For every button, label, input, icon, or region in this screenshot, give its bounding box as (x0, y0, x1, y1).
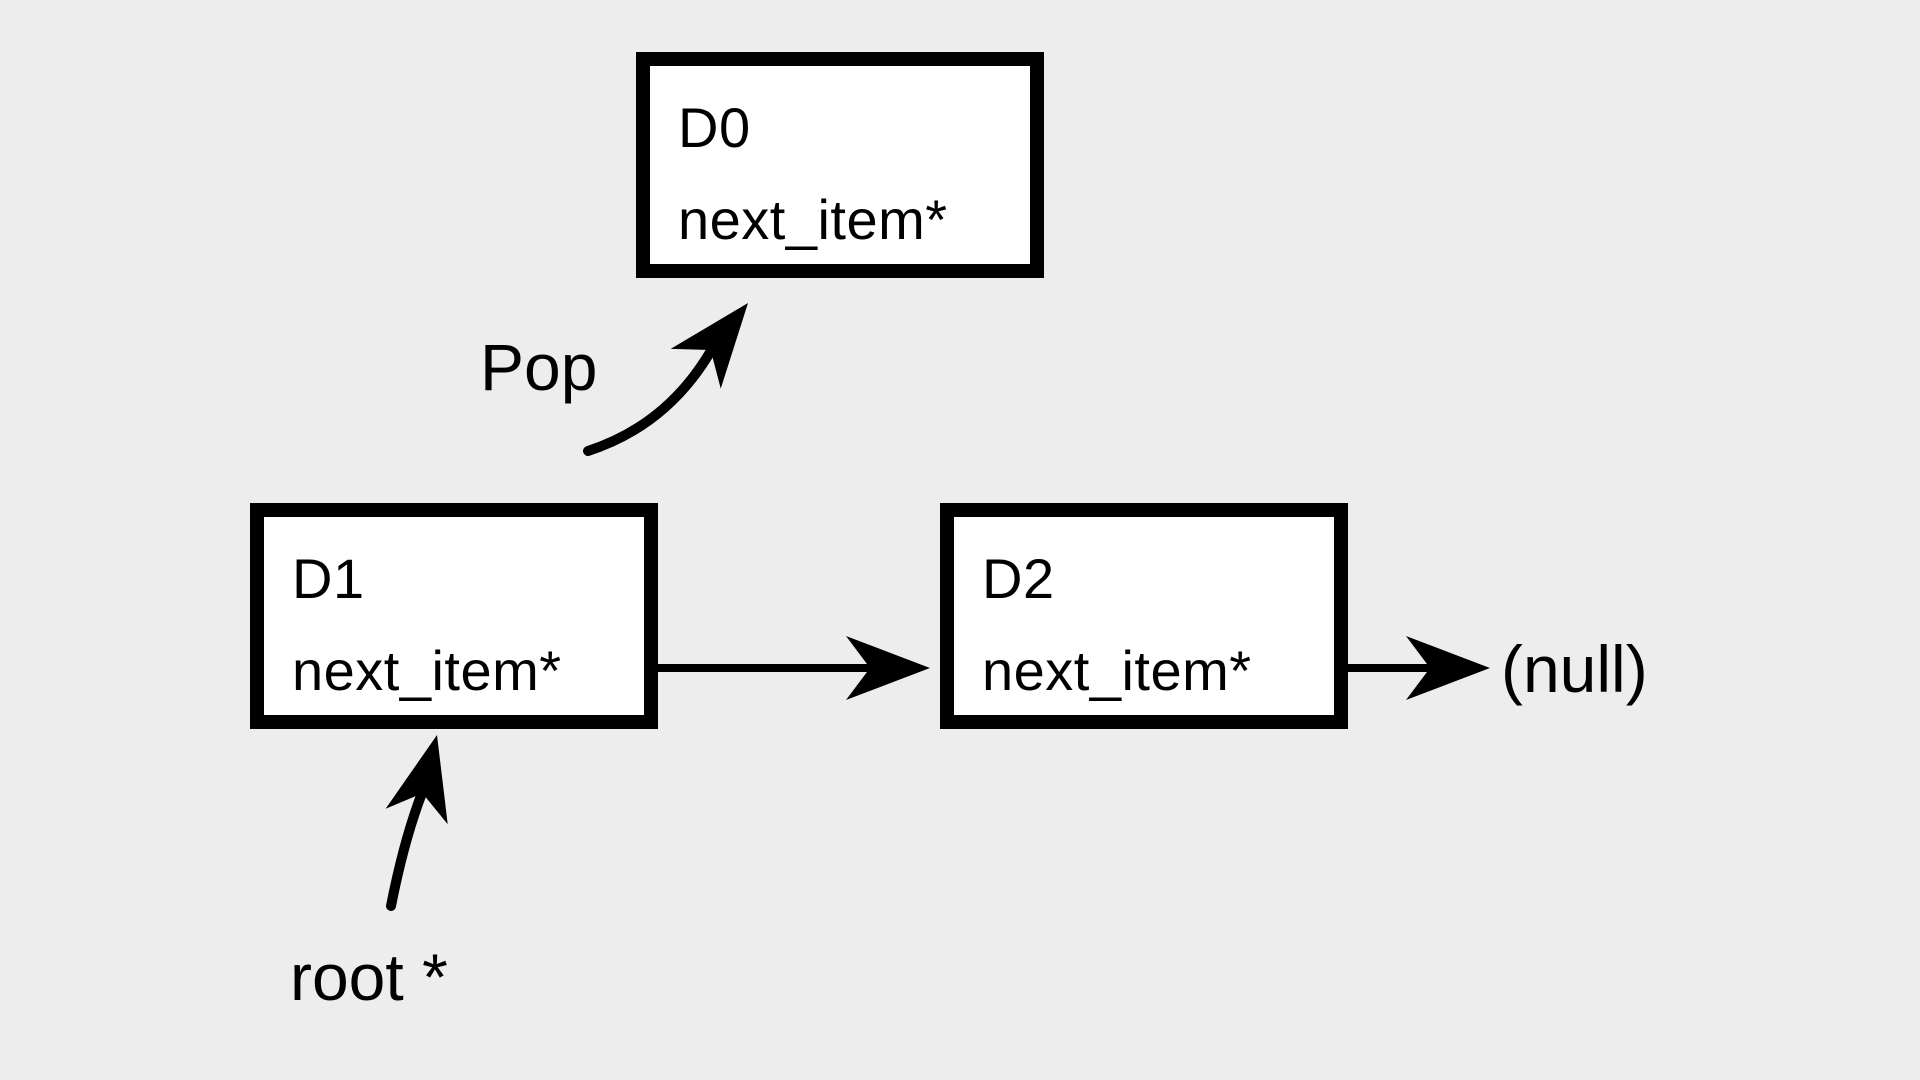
null-terminator-label: (null) (1501, 632, 1648, 706)
node-d1-field: next_item* (292, 639, 562, 702)
node-d0: D0 next_item* (636, 52, 1044, 278)
node-d1: D1 next_item* (250, 503, 658, 729)
node-d2: D2 next_item* (940, 503, 1348, 729)
node-d1-label: D1 (292, 547, 365, 610)
node-d2-label: D2 (982, 547, 1055, 610)
next-arrow-d1-d2 (622, 636, 930, 700)
node-d2-field: next_item* (982, 639, 1252, 702)
node-d0-label: D0 (678, 96, 751, 159)
pop-arrow (583, 303, 748, 456)
root-pointer-arrow (385, 735, 448, 911)
pop-label: Pop (480, 330, 598, 404)
node-d0-field: next_item* (678, 188, 948, 251)
root-pointer-label: root * (290, 940, 448, 1014)
